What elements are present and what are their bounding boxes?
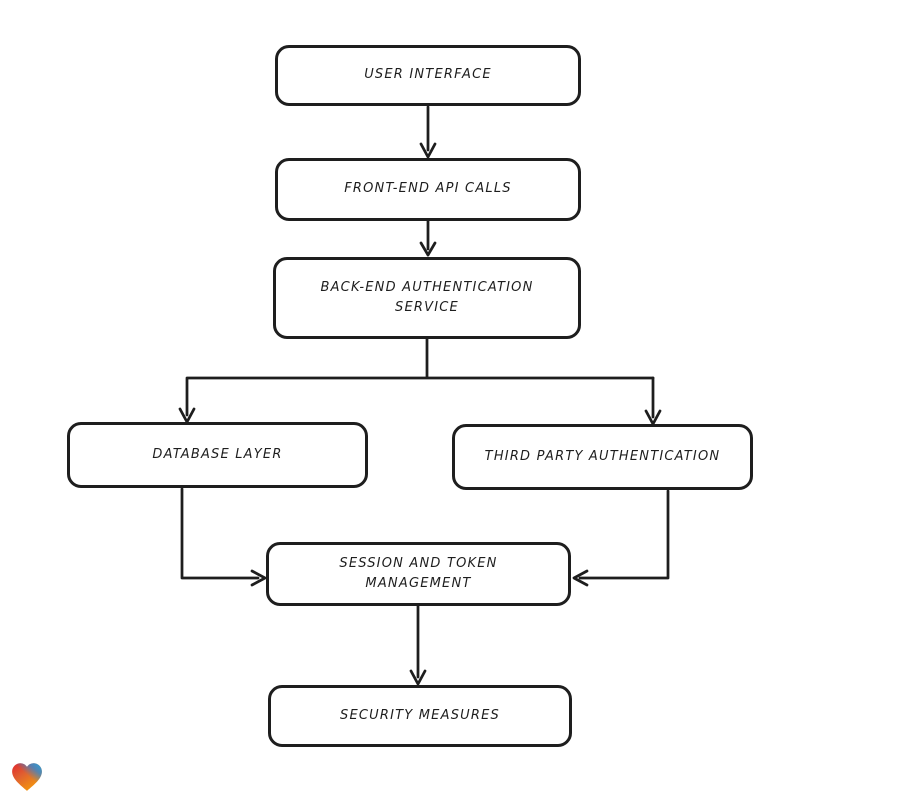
edge-third-party-authentication-to-session-and-token-management [572, 489, 670, 587]
arrowhead-left-icon [572, 569, 589, 587]
node-back-end-authentication-service[interactable]: BACK-END AUTHENTICATION SERVICE [273, 257, 581, 339]
heart-icon-blue-overlay [12, 763, 42, 791]
node-label: SECURITY MEASURES [340, 707, 500, 723]
edge-session-and-token-management-to-security-measures [409, 604, 427, 686]
node-label: THIRD PARTY AUTHENTICATION [484, 448, 721, 464]
arrowhead-down-icon [419, 241, 437, 257]
node-front-end-api-calls[interactable]: FRONT-END API CALLS [275, 158, 581, 221]
node-third-party-authentication[interactable]: THIRD PARTY AUTHENTICATION [452, 424, 753, 490]
node-database-layer[interactable]: DATABASE LAYER [67, 422, 368, 488]
edge-user-interface-to-front-end-api-calls [419, 105, 437, 159]
edge-database-layer-to-session-and-token-management [180, 487, 267, 587]
node-label: BACK-END AUTHENTICATION SERVICE [320, 279, 534, 315]
edge-back-end-authentication-service-to-database-layer [178, 337, 655, 424]
node-session-and-token-management[interactable]: SESSION AND TOKEN MANAGEMENT [266, 542, 571, 606]
node-label: FRONT-END API CALLS [344, 181, 512, 197]
edge-front-end-api-calls-to-back-end-authentication-service [419, 219, 437, 257]
node-label: DATABASE LAYER [152, 446, 283, 462]
arrowhead-down-icon [419, 142, 437, 159]
arrowhead-right-icon [250, 569, 267, 587]
edge-back-end-authentication-service-to-third-party-authentication [644, 376, 662, 426]
node-label: SESSION AND TOKEN MANAGEMENT [339, 555, 498, 591]
node-security-measures[interactable]: SECURITY MEASURES [268, 685, 572, 747]
arrowhead-down-icon [409, 669, 427, 686]
gradient-heart-logo[interactable] [10, 760, 44, 794]
node-label: USER INTERFACE [364, 67, 492, 83]
node-user-interface[interactable]: USER INTERFACE [275, 45, 581, 106]
